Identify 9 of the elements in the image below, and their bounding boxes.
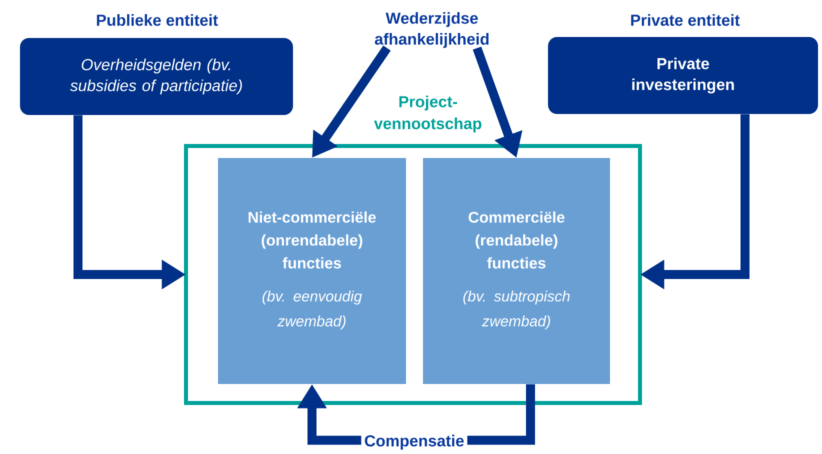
- edge-label: Compensatie: [364, 434, 464, 450]
- entity-box: Overheidsgelden (bv. subsidies of participatie): [20, 38, 293, 115]
- box-heading: Publieke entiteit: [96, 14, 218, 26]
- frame-label: Project- vennootschap: [374, 96, 482, 132]
- entity-box: Private investeringen: [548, 37, 818, 114]
- heading-text: Wederzijdse afhankelijkheid: [374, 12, 489, 48]
- function-box: Commerciële (rendabele) functies (bv. subtropisch zwembad): [423, 158, 610, 384]
- box-heading: Private entiteit: [631, 14, 740, 26]
- function-box: Niet-commerciële (onrendabele) functies (bv. eenvoudig zwembad): [218, 158, 406, 384]
